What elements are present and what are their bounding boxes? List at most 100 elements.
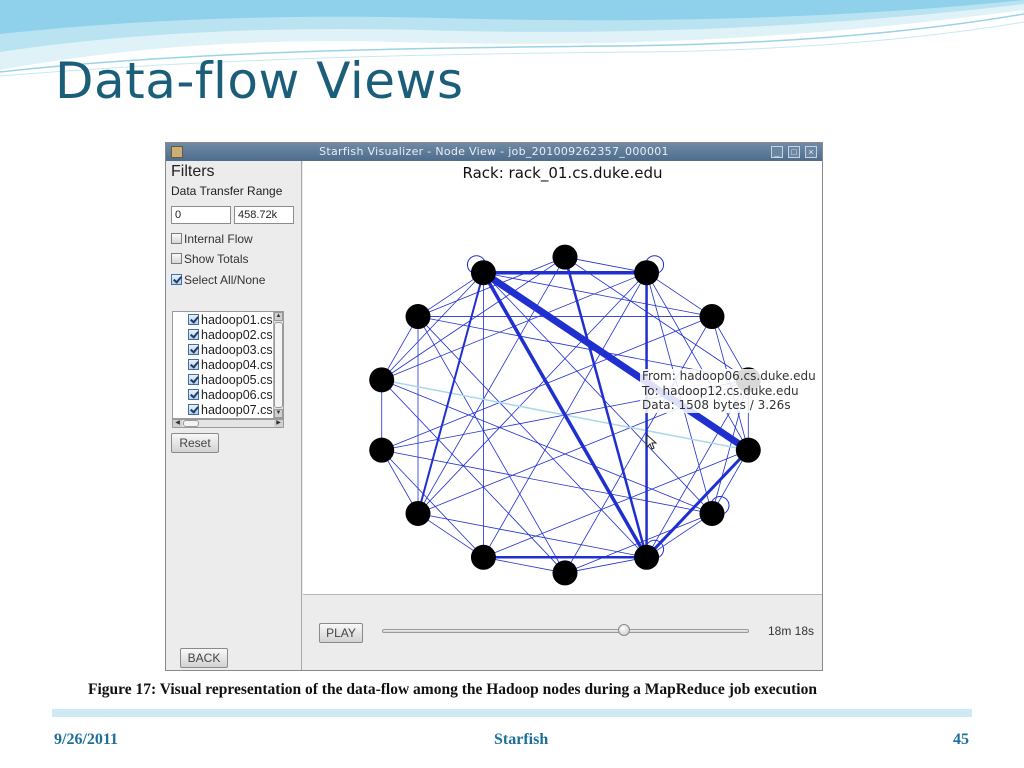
show-totals-label: Show Totals — [184, 252, 249, 266]
reset-button[interactable]: Reset — [171, 433, 219, 453]
host-node[interactable] — [634, 544, 660, 570]
host-list-hscroll[interactable]: ◀ ▶ — [172, 419, 284, 428]
host-node[interactable] — [369, 437, 395, 463]
host-node[interactable] — [699, 304, 725, 330]
host-node[interactable] — [369, 367, 395, 393]
flow-tooltip: From: hadoop06.cs.duke.edu To: hadoop12.… — [640, 369, 818, 413]
header-waves — [0, 0, 1024, 77]
scroll-left-icon[interactable]: ◀ — [173, 420, 182, 427]
checkbox-checked-icon — [188, 314, 199, 325]
host-node[interactable] — [470, 544, 496, 570]
checkbox-checked-icon — [188, 374, 199, 385]
checkbox-icon — [171, 233, 182, 244]
flow-edge[interactable] — [481, 271, 649, 559]
rack-label: Rack: rack_01.cs.duke.edu — [462, 164, 663, 182]
window-titlebar[interactable]: Starfish Visualizer - Node View - job_20… — [166, 143, 822, 161]
host-item[interactable]: hadoop01.cs. — [188, 313, 276, 328]
range-max-input[interactable] — [234, 206, 294, 224]
checkbox-checked-icon — [188, 404, 199, 415]
host-node[interactable] — [405, 500, 431, 526]
flow-edge[interactable] — [483, 272, 713, 317]
flow-edge[interactable] — [381, 379, 566, 574]
flow-edge[interactable] — [564, 256, 647, 274]
flow-edge[interactable] — [417, 316, 647, 558]
host-list[interactable]: hadoop01.cs. hadoop02.cs. hadoop03.cs. h… — [172, 311, 284, 419]
flow-edge[interactable] — [483, 272, 713, 514]
host-item[interactable]: hadoop03.cs. — [188, 343, 276, 358]
checkbox-icon — [171, 253, 182, 264]
window-title: Starfish Visualizer - Node View - job_20… — [319, 145, 669, 158]
flow-edge[interactable] — [381, 272, 484, 381]
show-totals-checkbox[interactable]: Show Totals — [171, 252, 248, 267]
flow-edge[interactable] — [483, 556, 566, 574]
flow-edge[interactable] — [417, 272, 485, 514]
host-item[interactable]: hadoop05.cs. — [188, 373, 276, 388]
footer-date: 9/26/2011 — [54, 731, 119, 748]
flow-edge[interactable] — [646, 272, 749, 451]
close-icon[interactable]: × — [805, 146, 817, 158]
flow-edge[interactable] — [645, 449, 750, 559]
flow-edge[interactable] — [417, 272, 647, 514]
footer-title: Starfish — [494, 731, 549, 748]
internal-flow-checkbox[interactable]: Internal Flow — [171, 232, 253, 247]
flow-edge[interactable] — [564, 556, 647, 574]
timeline-slider[interactable] — [382, 629, 749, 633]
flow-edge[interactable] — [481, 269, 751, 454]
host-item[interactable]: hadoop07.cs. — [188, 403, 276, 418]
time-label: 18m 18s — [768, 624, 815, 638]
flow-edge[interactable] — [646, 272, 713, 317]
flow-edge[interactable] — [381, 449, 484, 558]
host-node[interactable] — [552, 560, 578, 586]
flow-edge[interactable] — [417, 513, 484, 558]
host-node[interactable] — [699, 500, 725, 526]
internal-flow-label: Internal Flow — [184, 232, 253, 246]
flow-edge[interactable] — [564, 256, 749, 381]
node-graph-area[interactable]: Rack: rack_01.cs.duke.edu From: hadoop06… — [303, 161, 822, 595]
tooltip-data: Data: 1508 bytes / 3.26s — [642, 398, 791, 412]
range-min-input[interactable] — [171, 206, 231, 224]
host-item[interactable]: hadoop04.cs. — [188, 358, 276, 373]
tooltip-to: To: hadoop12.cs.duke.edu — [642, 383, 799, 398]
select-all-label: Select All/None — [184, 273, 266, 287]
flow-edge[interactable] — [564, 316, 713, 574]
host-node[interactable] — [552, 244, 578, 270]
host-node[interactable] — [405, 304, 431, 330]
scroll-up-icon[interactable]: ▲ — [274, 312, 283, 321]
scroll-thumb[interactable] — [183, 420, 199, 427]
back-button[interactable]: BACK — [180, 648, 228, 668]
page-number: 45 — [953, 731, 969, 748]
checkbox-checked-icon — [188, 329, 199, 340]
minimize-icon[interactable]: _ — [771, 146, 783, 158]
select-all-checkbox[interactable]: Select All/None — [171, 273, 265, 288]
play-button[interactable]: PLAY — [319, 623, 363, 643]
flow-edge[interactable] — [381, 256, 566, 381]
flow-edge[interactable] — [417, 272, 484, 317]
footer-divider — [52, 709, 972, 717]
host-node[interactable] — [735, 437, 761, 463]
scroll-down-icon[interactable]: ▼ — [274, 409, 283, 418]
flow-edge[interactable] — [646, 513, 713, 558]
scroll-right-icon[interactable]: ▶ — [274, 420, 283, 427]
playback-bar: PLAY 18m 18s — [303, 596, 822, 670]
flow-edge[interactable] — [417, 256, 566, 514]
visualizer-window: Starfish Visualizer - Node View - job_20… — [165, 142, 823, 671]
flow-edge[interactable] — [417, 513, 647, 558]
host-node[interactable] — [634, 260, 660, 286]
maximize-icon[interactable]: □ — [788, 146, 800, 158]
flow-edge[interactable] — [563, 256, 648, 558]
app-icon — [171, 146, 183, 158]
node-graph[interactable] — [303, 161, 822, 595]
flow-edge[interactable] — [417, 316, 566, 574]
host-item[interactable]: hadoop06.cs. — [188, 388, 276, 403]
scroll-thumb[interactable] — [274, 322, 283, 408]
flow-edge[interactable] — [381, 449, 713, 514]
flow-edge[interactable] — [381, 379, 713, 514]
host-item[interactable]: hadoop02.cs. — [188, 328, 276, 343]
slide-title: Data-flow Views — [55, 52, 464, 110]
host-node[interactable] — [470, 260, 496, 286]
checkbox-checked-icon — [171, 274, 182, 285]
filters-panel: Filters Data Transfer Range Internal Flo… — [166, 161, 302, 670]
host-list-vscroll[interactable]: ▲ ▼ — [273, 312, 283, 418]
timeline-slider-knob[interactable] — [618, 624, 631, 636]
figure-caption: Figure 17: Visual representation of the … — [88, 681, 817, 698]
